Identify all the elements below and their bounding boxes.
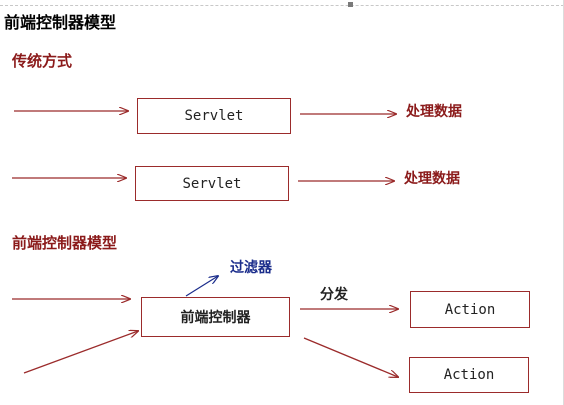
filter-arrow xyxy=(185,276,218,297)
front-controller-box: 前端控制器 xyxy=(141,297,290,337)
action-box-1-label: Action xyxy=(444,301,496,318)
action-box-2: Action xyxy=(409,357,529,393)
servlet-box-1-label: Servlet xyxy=(184,108,244,124)
dispatch-label: 分发 xyxy=(320,287,348,303)
dispatch-arrow-2 xyxy=(303,337,398,377)
action-box-2-label: Action xyxy=(443,367,495,383)
controller-input-arrow-2 xyxy=(23,331,138,374)
traditional-heading: 传统方式 xyxy=(12,52,73,70)
filter-label: 过滤器 xyxy=(230,260,272,276)
action-box-1: Action xyxy=(410,291,530,328)
servlet-box-2: Servlet xyxy=(135,166,289,201)
servlet-box-1: Servlet xyxy=(137,98,291,134)
process-data-label-1: 处理数据 xyxy=(406,104,462,120)
anchor-handle xyxy=(348,2,353,7)
front-controller-box-label: 前端控制器 xyxy=(180,310,251,326)
page-title: 前端控制器模型 xyxy=(4,13,117,32)
servlet-box-2-label: Servlet xyxy=(182,175,242,192)
front-controller-heading: 前端控制器模型 xyxy=(12,234,118,252)
top-dashed-border xyxy=(0,5,564,6)
process-data-label-2: 处理数据 xyxy=(404,171,460,187)
